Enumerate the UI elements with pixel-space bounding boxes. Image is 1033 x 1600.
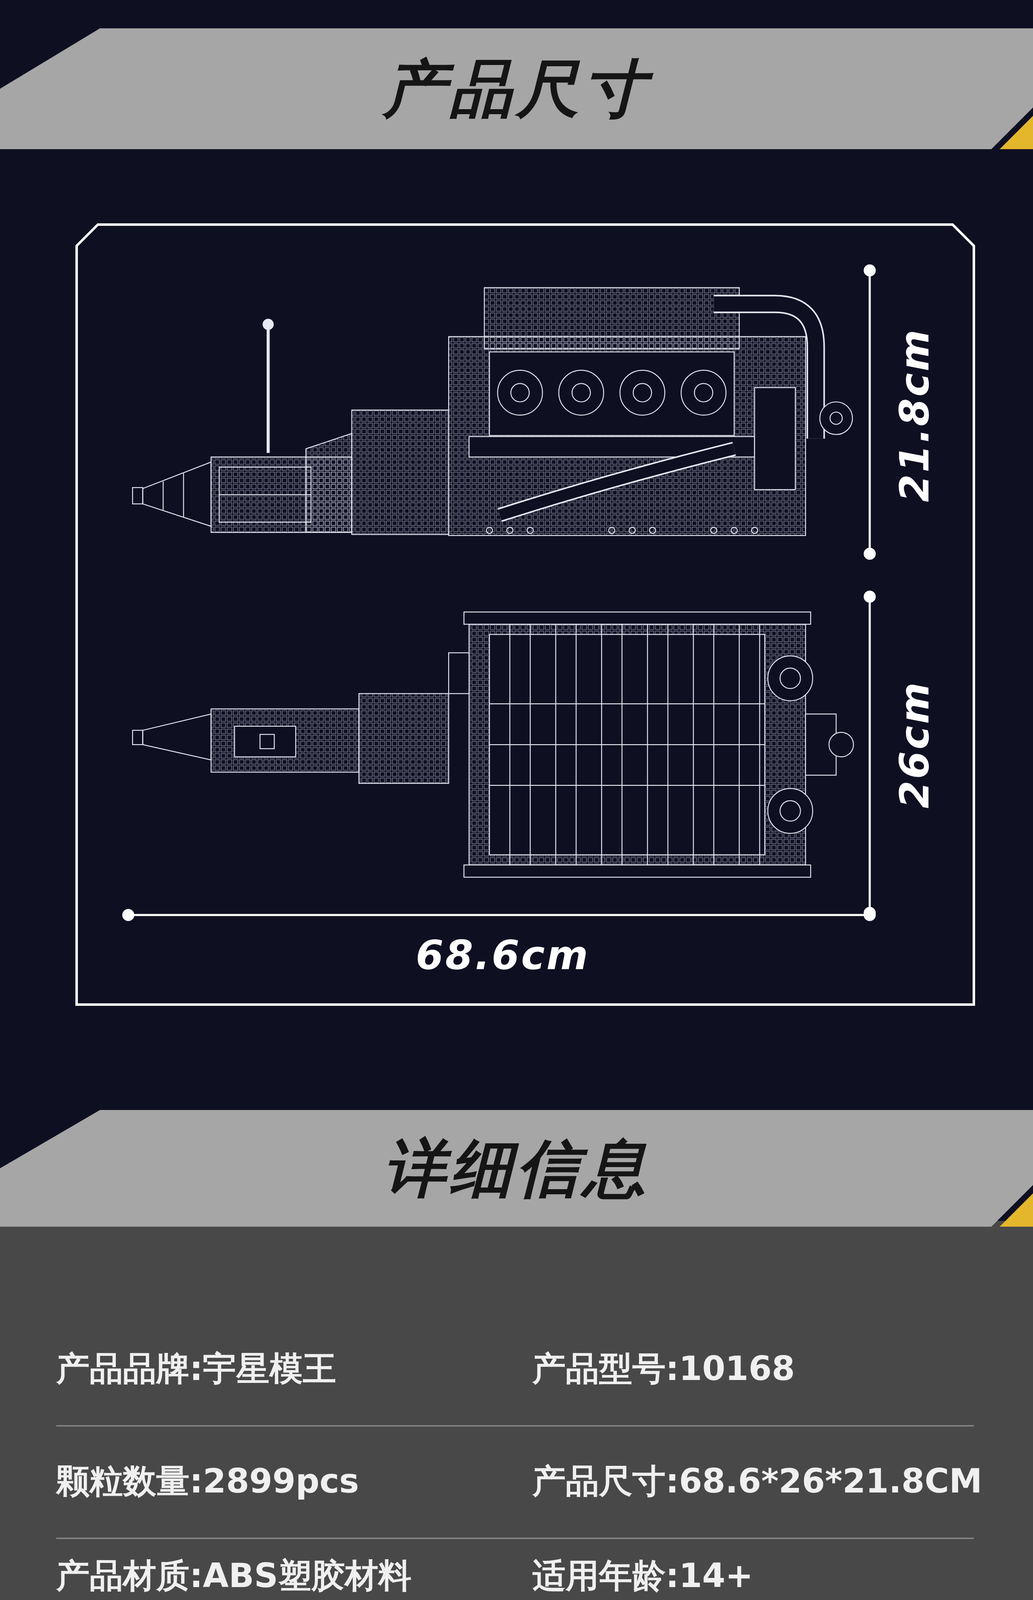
- engine-top-view-part: [489, 703, 765, 704]
- engine-top-view: [132, 611, 854, 877]
- banner-fill: [0, 1109, 1033, 1227]
- engine-side-view-part: [486, 527, 493, 534]
- engine-side-view-part: [510, 383, 529, 402]
- engine-side-view-part: [754, 387, 796, 490]
- engine-top-view-part: [211, 708, 360, 772]
- grey-ground: [0, 1220, 1033, 1600]
- engine-side-view-part: [489, 351, 735, 436]
- dimension-lines-part: [868, 596, 871, 913]
- dimension-lines-part: [864, 909, 875, 920]
- engine-side-view-part: [608, 527, 615, 534]
- engine-side-view-part: [351, 409, 450, 535]
- engine-top-view-part: [780, 667, 801, 689]
- frame-outline: [76, 224, 974, 1005]
- engine-top-view-part: [448, 652, 470, 694]
- engine-side-view-part: [183, 473, 185, 517]
- section-heading: 详细信息: [383, 1133, 650, 1203]
- engine-side-view-part: [830, 411, 843, 425]
- engine-top-view-part: [469, 623, 806, 865]
- engine-side-view-part: [628, 527, 636, 534]
- engine-side-view-part: [162, 481, 164, 510]
- dimension-height: 21.8cm: [891, 327, 938, 502]
- engine-side-view: [132, 287, 853, 536]
- engine-side-view-part: [499, 448, 735, 515]
- engine-top-view-part: [780, 800, 801, 821]
- banner-accent: [999, 115, 1033, 150]
- dimension-length: 68.6cm: [415, 932, 590, 979]
- dimension-lines-part: [864, 265, 875, 276]
- engine-top-view-part: [234, 726, 296, 757]
- spec-cell: 颗粒数量:2899pcs: [56, 1461, 360, 1500]
- engine-side-view-part: [484, 287, 740, 349]
- engine-top-view-part: [464, 611, 811, 624]
- table-rules-part: [56, 1537, 974, 1539]
- section-banner: 产品尺寸: [0, 28, 1033, 150]
- engine-top-view-part: [828, 732, 854, 757]
- engine-side-view-part: [751, 527, 758, 534]
- engine-side-view-part: [499, 448, 735, 515]
- engine-top-view-part: [259, 734, 275, 749]
- engine-top-view-part: [489, 743, 765, 745]
- banner-fill: [0, 28, 1033, 150]
- spec-cell: 产品材质:ABS塑胶材料: [56, 1556, 412, 1595]
- engine-top-view-part: [464, 864, 811, 877]
- engine-side-view-part: [266, 328, 270, 453]
- engine-side-view-part: [731, 527, 738, 534]
- dimension-lines-part: [128, 913, 870, 916]
- spec-cell: 适用年龄:14+: [532, 1556, 754, 1595]
- dimension-lines-part: [864, 548, 875, 559]
- engine-side-view-part: [710, 527, 717, 534]
- section-banner: 详细信息: [0, 1109, 1033, 1227]
- engine-side-view-part: [619, 370, 665, 416]
- engine-side-view-part: [263, 319, 274, 330]
- engine-top-view-part: [359, 693, 449, 784]
- engine-top-view-part: [767, 788, 813, 834]
- dimension-lines: [123, 265, 875, 920]
- engine-side-view-part: [142, 461, 212, 527]
- spec-cell: 产品品牌:宇星模王: [56, 1349, 337, 1388]
- engine-side-view-part: [305, 433, 352, 532]
- engine-top-view-part: [489, 784, 765, 786]
- engine-side-view-part: [649, 527, 656, 534]
- dimension-lines-part: [868, 270, 871, 554]
- dimension-lines-part: [123, 909, 134, 920]
- engine-top-view-part: [489, 634, 765, 855]
- engine-side-view-part: [506, 527, 514, 534]
- dimension-lines-part: [864, 591, 875, 602]
- engine-side-view-part: [558, 370, 604, 416]
- engine-side-view-part: [527, 527, 534, 534]
- engine-side-view-part: [132, 487, 143, 504]
- spec-cell: 产品尺寸:68.6*26*21.8CM: [532, 1461, 983, 1500]
- engine-top-view-part: [132, 730, 143, 745]
- engine-side-view-part: [448, 336, 806, 536]
- engine-side-view-part: [681, 370, 727, 416]
- engine-side-view-part: [571, 383, 591, 402]
- dimension-width: 26cm: [891, 680, 938, 809]
- engine-side-view-part: [694, 383, 713, 402]
- table-rules-part: [56, 1424, 974, 1427]
- engine-top-view-part: [142, 713, 212, 760]
- engine-side-view-part: [219, 494, 311, 495]
- engine-side-view-part: [819, 401, 853, 435]
- banner-accent: [999, 1192, 1033, 1227]
- section-heading: 产品尺寸: [383, 54, 650, 124]
- engine-top-view-part: [767, 655, 813, 701]
- engine-side-view-part: [633, 383, 652, 402]
- spec-cell: 产品型号:10168: [532, 1349, 795, 1388]
- engine-side-view-part: [219, 466, 311, 522]
- engine-side-view-part: [497, 370, 543, 416]
